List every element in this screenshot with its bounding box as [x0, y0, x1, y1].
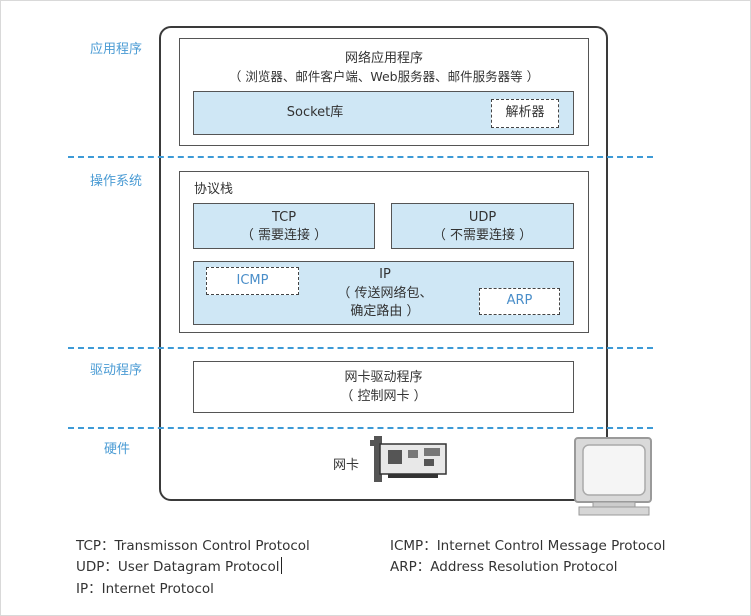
udp-box	[391, 203, 574, 249]
ip-label: IP	[379, 267, 391, 282]
socket-library-label: Socket库	[286, 105, 344, 120]
app-title: 网络应用程序	[344, 51, 423, 66]
ip-desc-line1: （ 传送网络包、	[337, 286, 433, 301]
layer-label-driver: 驱动程序	[90, 363, 143, 378]
legend-tcp: TCP：Transmisson Control Protocol	[76, 538, 310, 554]
layer-label-hardware: 硬件	[104, 442, 131, 457]
nic-driver-title: 网卡驱动程序	[344, 370, 423, 385]
monitor-icon	[574, 437, 652, 516]
tcp-label: TCP	[271, 210, 297, 225]
arp-label: ARP	[506, 293, 533, 308]
protocol-stack-title: 协议栈	[194, 182, 234, 197]
legend-ip: IP：Internet Protocol	[76, 581, 214, 597]
nic-label: 网卡	[333, 458, 360, 473]
resolver-label: 解析器	[505, 105, 545, 120]
resolver-box	[491, 99, 559, 128]
nic-driver-subtitle: （ 控制网卡 ）	[340, 389, 427, 404]
icmp-label: ICMP	[236, 273, 269, 288]
divider-driver-hardware	[68, 427, 653, 429]
udp-desc: （ 不需要连接 ）	[432, 228, 533, 243]
legend-udp: UDP：User Datagram Protocol	[76, 555, 283, 575]
divider-app-os	[68, 156, 653, 158]
arp-box	[479, 288, 560, 315]
network-card-icon	[370, 436, 447, 482]
tcp-desc: （ 需要连接 ）	[240, 228, 328, 243]
legend-icmp: ICMP：Internet Control Message Protocol	[390, 538, 666, 554]
ip-desc-line2: 确定路由 ）	[350, 304, 420, 319]
legend-arp: ARP：Address Resolution Protocol	[390, 559, 618, 575]
text-cursor	[281, 557, 283, 574]
nic-driver-box	[193, 361, 574, 413]
layer-label-os: 操作系统	[90, 174, 143, 189]
layer-label-application: 应用程序	[90, 42, 143, 57]
udp-label: UDP	[468, 210, 497, 225]
tcp-box	[193, 203, 375, 249]
divider-os-driver	[68, 347, 653, 349]
icmp-box	[206, 267, 299, 295]
app-subtitle: （ 浏览器、邮件客户端、Web服务器、邮件服务器等 ）	[228, 69, 540, 84]
